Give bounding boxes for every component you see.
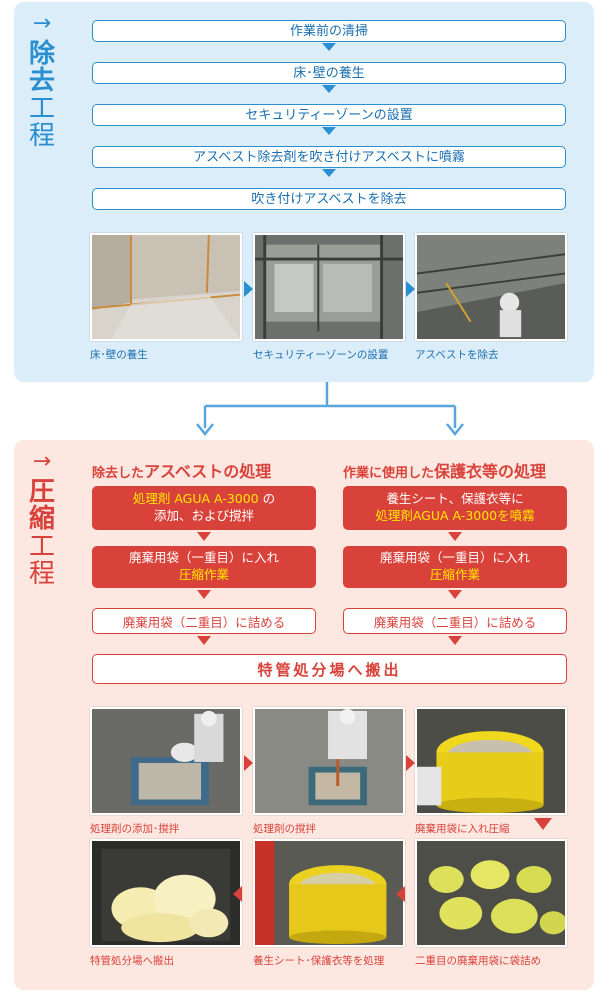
removal-step-2: 床･壁の養生 [92,62,566,84]
caption-double-bagging: 二重目の廃棄用袋に袋詰め [415,953,541,968]
caption-agent-addition: 処理剤の添加･撹拌 [90,821,179,836]
arrow-left-icon [233,886,242,902]
removal-step-1: 作業前の清掃 [92,20,566,42]
highlight-text: 圧縮作業 [92,567,316,584]
right-step-second-bag: 廃棄用袋（二重目）に詰める [343,608,567,634]
arrow-right-icon: → [22,12,62,35]
removal-title-char: 工 [22,96,62,123]
arrow-down-icon [322,169,336,177]
caption-security-zone: セキュリティーゾーンの設置 [253,347,388,362]
arrow-down-icon [197,532,211,541]
arrow-down-icon [197,636,211,645]
arrow-down-icon [448,636,462,645]
left-step-bag-compress: 廃棄用袋（一重目）に入れ 圧縮作業 [92,546,316,588]
photo-asbestos-removal [415,233,567,341]
right-column-heading: 作業に使用した保護衣等の処理 [343,458,546,482]
final-step-transport: 特管処分場へ搬出 [92,654,567,684]
arrow-down-icon [322,43,336,51]
right-step-bag-compress: 廃棄用袋（一重目）に入れ 圧縮作業 [343,546,567,588]
compression-title-char: 程 [22,561,62,588]
arrow-down-icon [534,818,552,830]
arrow-right-icon: → [22,450,62,473]
compression-title: → 圧 縮 工 程 [22,450,62,588]
heading-big: アスベストの処理 [144,462,271,481]
arrow-down-icon [448,590,462,599]
compression-title-char: 工 [22,534,62,561]
arrow-down-icon [197,590,211,599]
arrow-right-icon [406,281,415,297]
photo-security-zone [253,233,405,341]
box-text: 廃棄用袋（一重目）に入れ [92,550,316,567]
highlight-text: 処理剤 AGUA A-3000 [133,491,259,506]
removal-title: → 除 去 工 程 [22,12,62,150]
arrow-down-icon [448,532,462,541]
arrow-right-icon [244,281,253,297]
box-text: 廃棄用袋（一重目）に入れ [343,550,567,567]
caption-asbestos-removal: アスベストを除去 [415,347,498,362]
arrow-right-icon [406,755,415,771]
box-text: の [259,491,275,506]
photo-transport [90,839,242,947]
arrow-down-icon [322,85,336,93]
heading-big: 保護衣等の処理 [434,462,546,481]
left-step-agent-stir: 処理剤 AGUA A-3000 の 添加、および撹拌 [92,486,316,530]
compression-title-char: 圧 [22,479,62,506]
heading-small: 除去した [92,466,144,481]
removal-step-5: 吹き付けアスベストを除去 [92,188,566,210]
heading-small: 作業に使用した [343,466,434,481]
right-step-spray-agent: 養生シート、保護衣等に 処理剤AGUA A-3000を噴霧 [343,486,567,530]
removal-title-char: 程 [22,123,62,150]
removal-step-4: アスベスト除去剤を吹き付けアスベストに噴霧 [92,146,566,168]
photo-bag-compression [415,707,567,815]
arrow-left-icon [396,886,405,902]
arrow-down-icon [322,127,336,135]
caption-transport: 特管処分場へ搬出 [90,953,174,968]
removal-title-char: 去 [22,68,62,95]
highlight-text: 処理剤AGUA A-3000を噴霧 [343,508,567,525]
caption-bag-compression: 廃棄用袋に入れ圧縮 [415,821,510,836]
highlight-text: 圧縮作業 [343,567,567,584]
photo-floor-wall-curing [90,233,242,341]
photo-double-bagging [415,839,567,947]
compression-title-char: 縮 [22,506,62,533]
box-text: 養生シート、保護衣等に [343,491,567,508]
arrow-right-icon [244,755,253,771]
photo-sheet-processing [253,839,405,947]
photo-agent-stirring [253,707,405,815]
box-text: 添加、および撹拌 [92,508,316,525]
removal-step-3: セキュリティーゾーンの設置 [92,104,566,126]
photo-agent-addition [90,707,242,815]
left-step-second-bag: 廃棄用袋（二重目）に詰める [92,608,316,634]
branch-connector [190,382,470,438]
removal-title-char: 除 [22,41,62,68]
caption-sheet-processing: 養生シート･保護衣等を処理 [253,953,384,968]
caption-floor-wall-curing: 床･壁の養生 [90,347,148,362]
caption-agent-stirring: 処理剤の撹拌 [253,821,316,836]
left-column-heading: 除去したアスベストの処理 [92,458,271,482]
